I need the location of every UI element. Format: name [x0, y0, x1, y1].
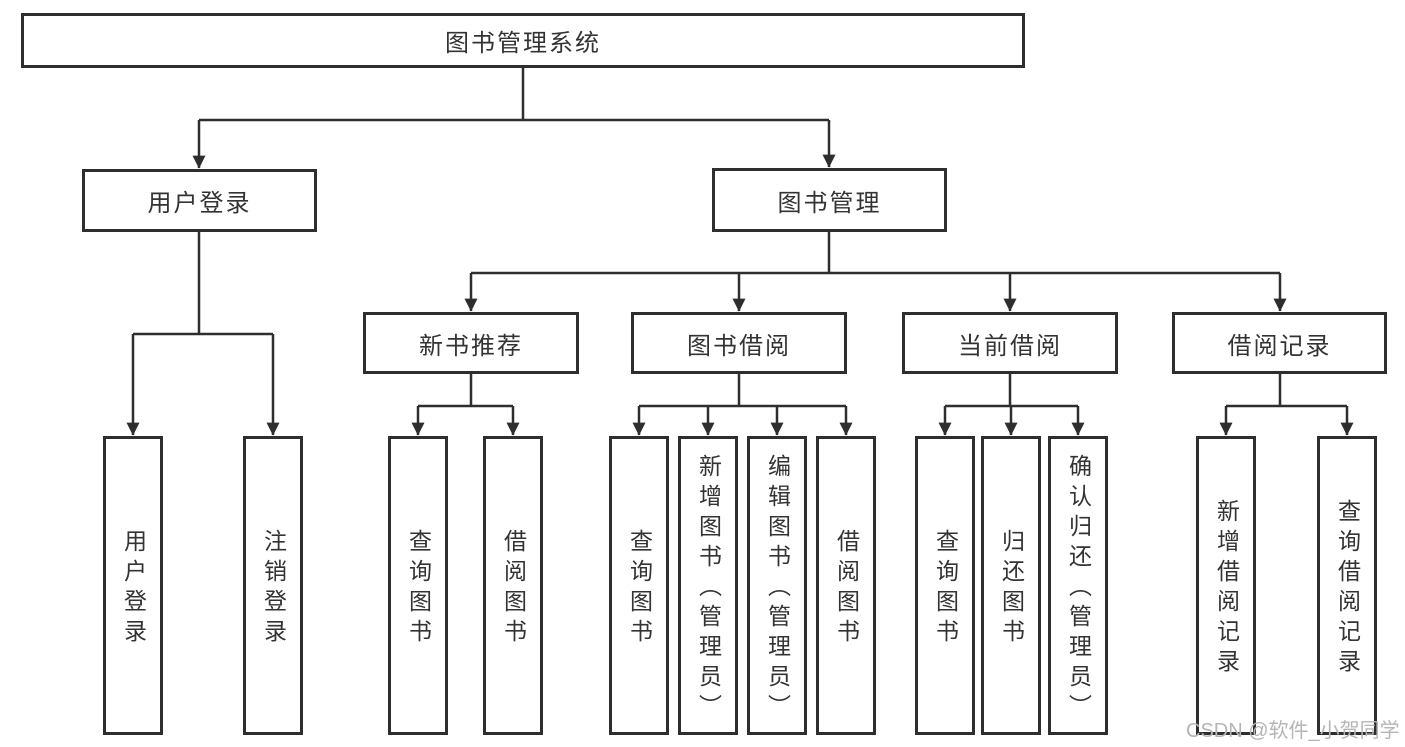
- leaf-return-books: 归还图书: [981, 436, 1041, 735]
- leaf-query-books-recommend: 查询图书: [388, 436, 448, 735]
- node-book-management: 图书管理: [712, 168, 947, 232]
- node-current-borrow-label: 当前借阅: [958, 332, 1062, 360]
- leaf-query-books-borrow: 查询图书: [609, 436, 669, 735]
- leaf-add-borrow-record: 新增借阅记录: [1196, 436, 1256, 735]
- leaf-query-books-recommend-label: 查询图书: [405, 529, 432, 649]
- node-user-login-label: 用户登录: [147, 190, 252, 217]
- leaf-query-borrow-record: 查询借阅记录: [1317, 436, 1377, 735]
- leaf-borrow-books-recommend-label: 借阅图书: [500, 529, 527, 649]
- leaf-add-books-admin: 新增图书（管理员）: [678, 436, 738, 735]
- leaf-user-login: 用户登录: [103, 436, 163, 735]
- node-book-management-label: 图书管理: [777, 189, 882, 217]
- leaf-edit-books-admin: 编辑图书（管理员）: [747, 436, 807, 735]
- connector-borrow-records-children: [1226, 374, 1347, 408]
- connector-book-borrow-children: [639, 374, 846, 408]
- leaf-user-login-label: 用户登录: [120, 529, 147, 649]
- leaf-return-books-label: 归还图书: [998, 529, 1025, 649]
- leaf-confirm-return-admin-label: 确认归还（管理员）: [1065, 454, 1092, 724]
- leaf-add-borrow-record-label: 新增借阅记录: [1213, 499, 1240, 679]
- node-book-borrow: 图书借阅: [631, 312, 847, 374]
- leaf-edit-books-admin-label: 编辑图书（管理员）: [764, 454, 791, 724]
- node-root: 图书管理系统: [21, 13, 1025, 68]
- csdn-watermark: CSDN @软件_小贺同学: [1186, 720, 1400, 742]
- leaf-borrow-books-label: 借阅图书: [833, 529, 860, 649]
- node-borrow-records-label: 借阅记录: [1227, 332, 1332, 360]
- node-borrow-records: 借阅记录: [1172, 312, 1387, 374]
- leaf-query-books-current: 查询图书: [915, 436, 975, 735]
- leaf-borrow-books: 借阅图书: [816, 436, 876, 735]
- leaf-query-borrow-record-label: 查询借阅记录: [1334, 499, 1361, 679]
- connector-root-to-level2: [199, 68, 829, 122]
- leaf-confirm-return-admin: 确认归还（管理员）: [1048, 436, 1108, 735]
- leaf-add-books-admin-label: 新增图书（管理员）: [695, 454, 722, 724]
- node-current-borrow: 当前借阅: [902, 312, 1118, 374]
- node-user-login: 用户登录: [82, 169, 317, 232]
- node-new-book-recommend-label: 新书推荐: [419, 332, 523, 360]
- node-new-book-recommend: 新书推荐: [363, 312, 579, 374]
- node-book-borrow-label: 图书借阅: [687, 332, 791, 360]
- leaf-query-books-borrow-label: 查询图书: [626, 529, 653, 649]
- connector-user-login-children: [133, 232, 273, 336]
- leaf-query-books-current-label: 查询图书: [932, 529, 959, 649]
- leaf-borrow-books-recommend: 借阅图书: [483, 436, 543, 735]
- leaf-logout: 注销登录: [243, 436, 303, 735]
- node-root-label: 图书管理系统: [445, 30, 601, 57]
- connector-current-borrow-children: [945, 374, 1078, 408]
- leaf-logout-label: 注销登录: [260, 529, 287, 649]
- connector-new-book-children: [418, 374, 513, 408]
- connector-book-management-children: [471, 231, 1280, 275]
